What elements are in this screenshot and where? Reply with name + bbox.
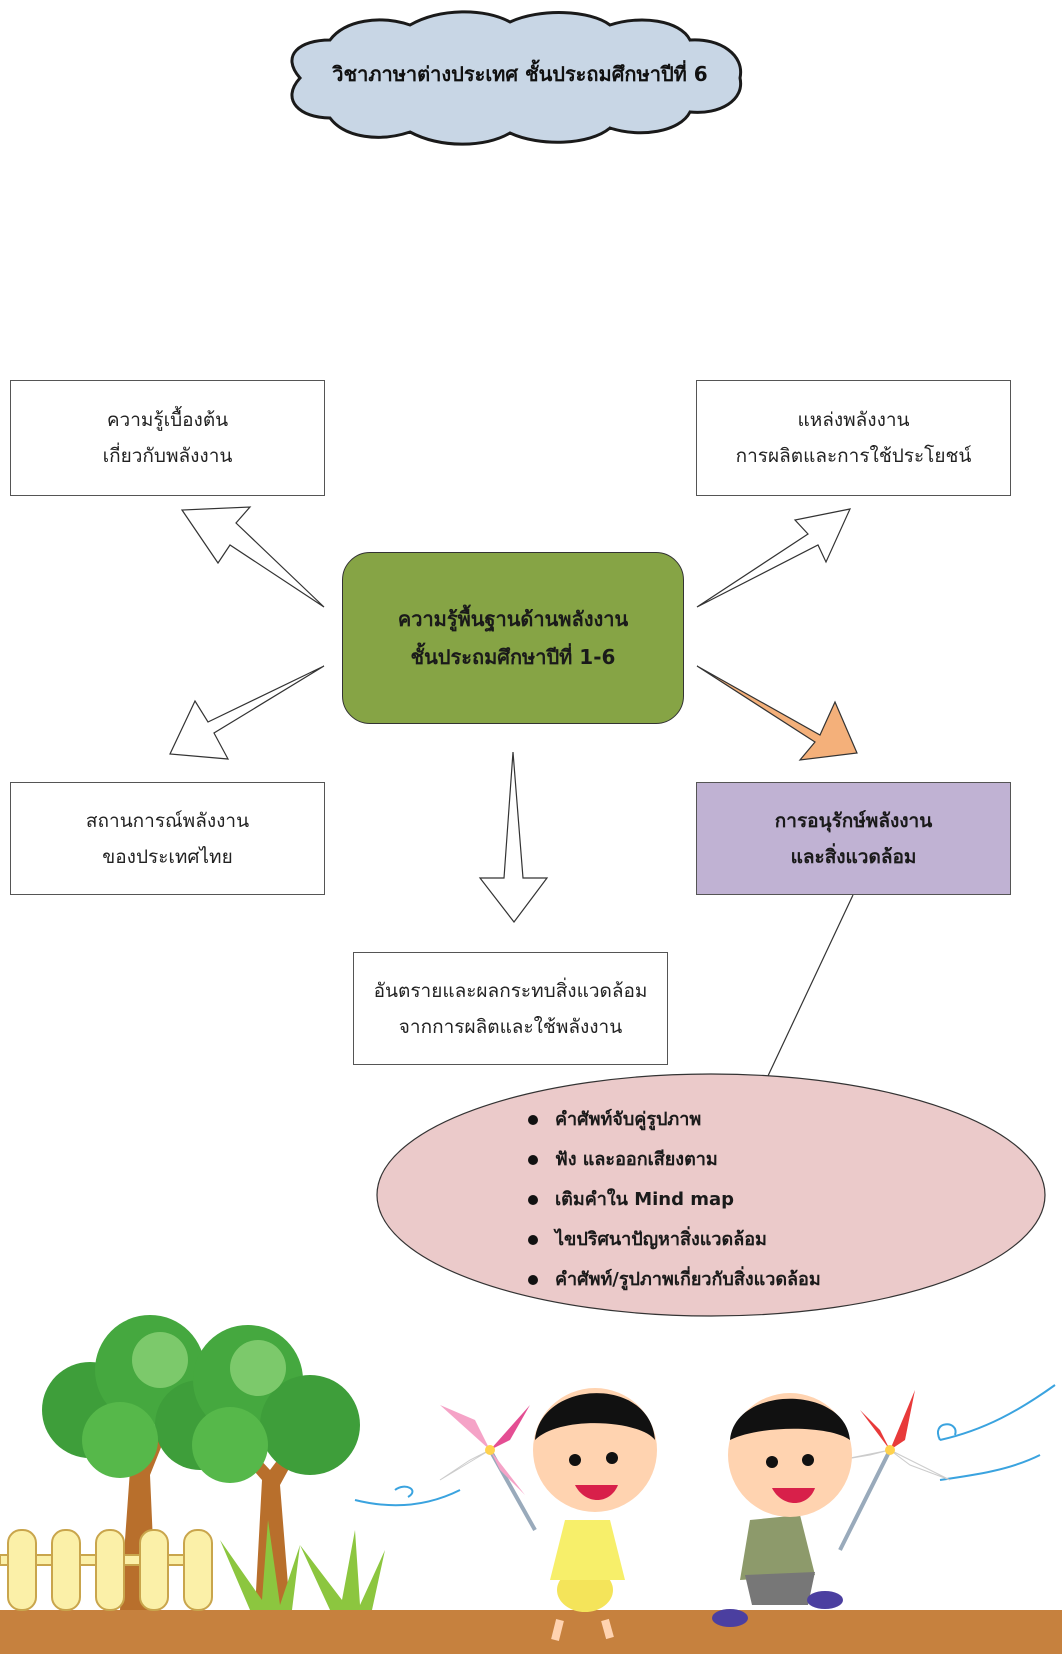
trees-illustration	[42, 1315, 360, 1610]
node-energy-situation-line1: สถานการณ์พลังงาน	[85, 809, 250, 832]
activity-item: คำศัพท์จับคู่รูปภาพ	[525, 1100, 821, 1140]
boy-illustration	[712, 1390, 951, 1627]
node-environmental-impact-line1: อันตรายและผลกระทบสิ่งแวดล้อม	[373, 979, 648, 1002]
center-node-line2: ชั้นประถมศึกษาปีที่ 1-6	[410, 645, 616, 669]
node-basic-knowledge-line2: เกี่ยวกับพลังงาน	[102, 445, 233, 467]
node-energy-sources-line1: แหล่งพลังงาน	[797, 409, 910, 431]
activities-ellipse	[376, 1073, 1046, 1317]
activity-item: ไขปริศนาปัญหาสิ่งแวดล้อม	[525, 1220, 821, 1260]
node-environmental-impact-line2: จากการผลิตและใช้พลังงาน	[398, 1015, 623, 1038]
activity-item: ฟัง และออกเสียงตาม	[525, 1140, 821, 1180]
center-node: ความรู้พื้นฐานด้านพลังงาน ชั้นประถมศึกษา…	[342, 552, 684, 724]
arrow-down-right	[696, 665, 858, 761]
node-basic-knowledge-line1: ความรู้เบื้องต้น	[106, 409, 229, 431]
arrow-up-left	[180, 506, 325, 608]
node-energy-situation-line2: ของประเทศไทย	[102, 845, 233, 868]
girl-illustration	[439, 1388, 657, 1641]
page-title: วิชาภาษาต่างประเทศ ชั้นประถมศึกษาปีที่ 6	[332, 62, 708, 86]
arrow-down	[478, 751, 549, 923]
grass-illustration	[220, 1520, 385, 1610]
node-energy-conservation: การอนุรักษ์พลังงาน และสิ่งแวดล้อม	[696, 782, 1011, 895]
node-energy-situation: สถานการณ์พลังงาน ของประเทศไทย	[10, 782, 325, 895]
activities-list: คำศัพท์จับคู่รูปภาพ ฟัง และออกเสียงตาม เ…	[525, 1100, 821, 1300]
fence-illustration	[0, 1529, 213, 1611]
activity-item: เติมคำใน Mind map	[525, 1180, 821, 1220]
center-node-line1: ความรู้พื้นฐานด้านพลังงาน	[397, 607, 629, 631]
wind-lines	[354, 1384, 1056, 1507]
activity-item: คำศัพท์/รูปภาพเกี่ยวกับสิ่งแวดล้อม	[525, 1260, 821, 1300]
title-cloud-shape	[290, 10, 743, 146]
node-energy-conservation-line1: การอนุรักษ์พลังงาน	[774, 809, 933, 832]
connector-line	[766, 894, 854, 1079]
arrow-up-right	[696, 508, 852, 608]
arrow-down-left	[169, 665, 325, 760]
node-energy-conservation-line2: และสิ่งแวดล้อม	[790, 845, 917, 868]
node-energy-sources-line2: การผลิตและการใช้ประโยชน์	[735, 445, 972, 467]
ground	[0, 1610, 1062, 1654]
node-environmental-impact: อันตรายและผลกระทบสิ่งแวดล้อม จากการผลิตแ…	[353, 952, 668, 1065]
node-energy-sources: แหล่งพลังงาน การผลิตและการใช้ประโยชน์	[696, 380, 1011, 496]
node-basic-knowledge: ความรู้เบื้องต้น เกี่ยวกับพลังงาน	[10, 380, 325, 496]
